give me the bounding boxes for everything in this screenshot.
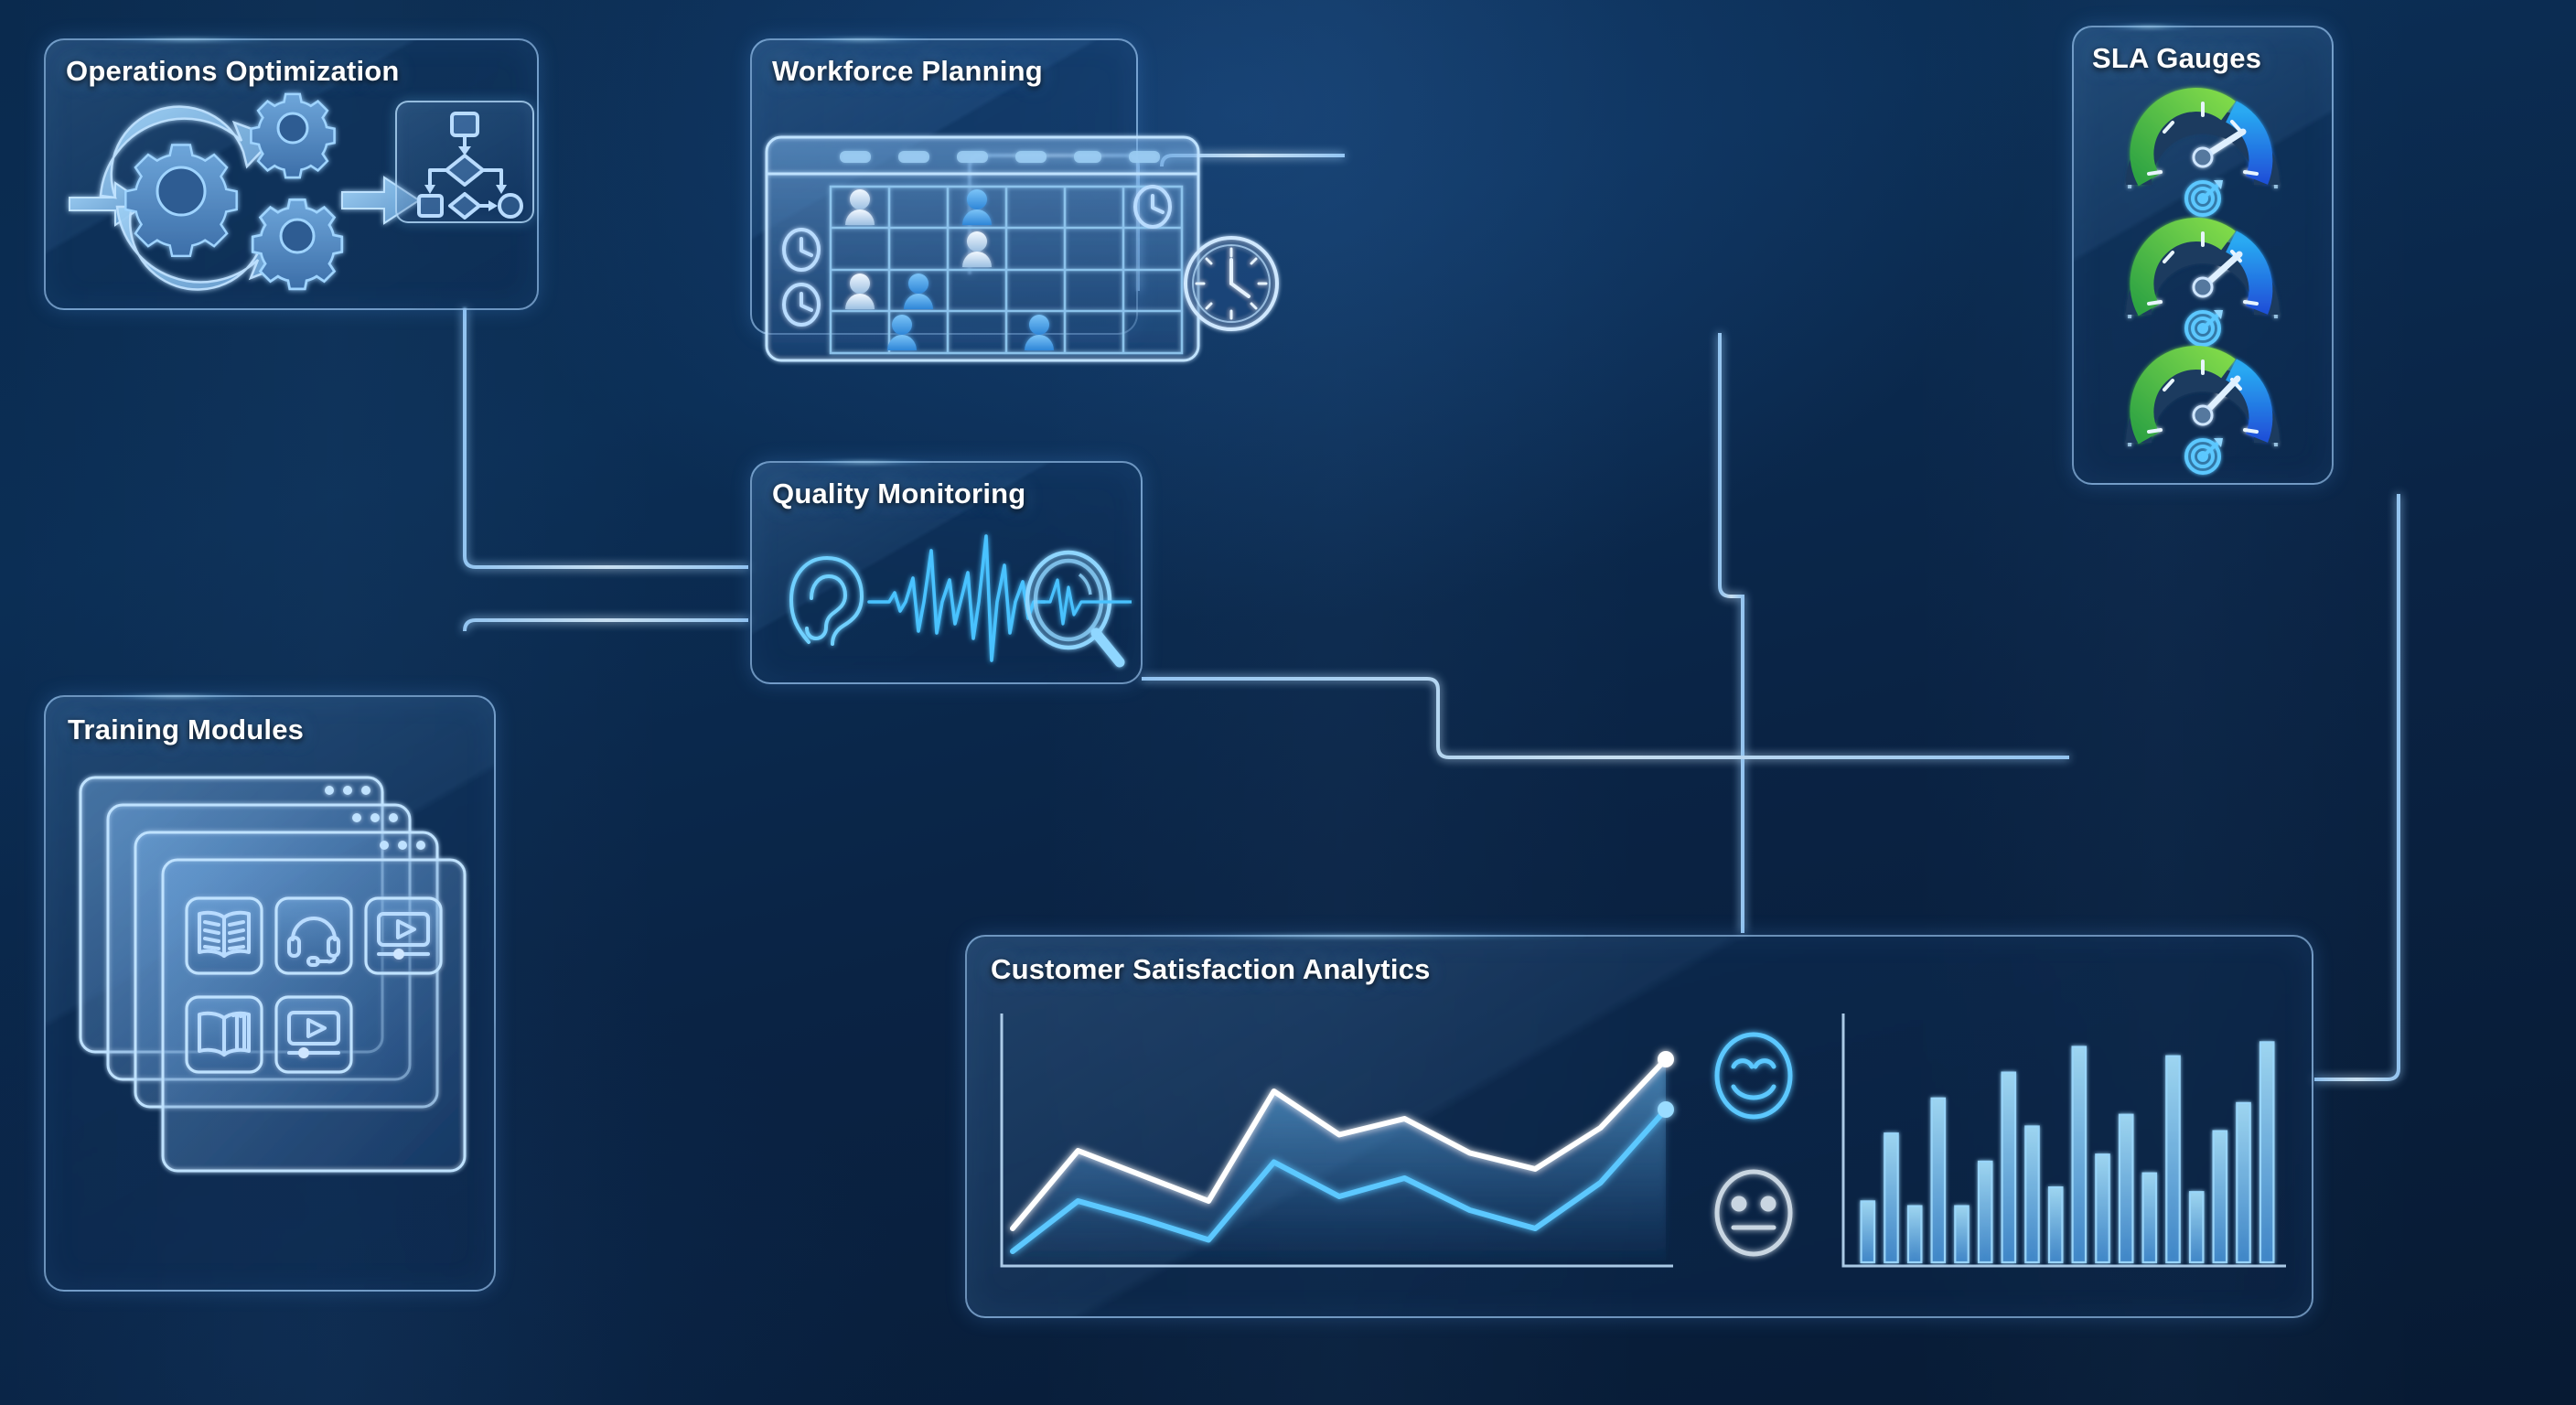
- clock-icon: [1133, 185, 1172, 229]
- wall-clock-icon: [1184, 236, 1279, 331]
- panel-title-quality: Quality Monitoring: [772, 477, 1026, 509]
- connector-qm-to-sla: [1142, 677, 2069, 759]
- tile-video-1: [364, 896, 443, 975]
- gear-small-icon: [250, 92, 336, 179]
- gauge-icon: [2126, 88, 2280, 217]
- quality-graphic: [789, 534, 1132, 668]
- bar: [1977, 1160, 1993, 1264]
- connector-ops-to-qm-2: [463, 618, 748, 632]
- person-icon: [887, 315, 917, 350]
- person-icon: [1025, 315, 1054, 350]
- connector-csat-to-sla: [2314, 494, 2400, 1081]
- smiley-happy-icon: [1714, 1032, 1793, 1120]
- tile-book: [185, 896, 263, 975]
- panel-title-operations: Operations Optimization: [66, 55, 400, 87]
- flowchart-card[interactable]: [395, 101, 534, 223]
- connector-wfp-to-csat: [1718, 333, 1744, 933]
- bar-chart-icon: [1841, 1014, 2286, 1268]
- bar: [2118, 1113, 2134, 1264]
- person-icon: [962, 189, 992, 225]
- flowchart-icon: [417, 112, 523, 220]
- operations-graphic: [69, 92, 421, 291]
- panel-training-modules[interactable]: Training Modules: [44, 695, 496, 1292]
- waveform-icon: [867, 534, 1046, 662]
- bar: [2047, 1186, 2064, 1264]
- smiley-neutral-icon: [1714, 1169, 1793, 1257]
- bar: [2141, 1172, 2158, 1264]
- gauge-icon: [2126, 346, 2280, 475]
- panel-customer-satisfaction-analytics[interactable]: Customer Satisfaction Analytics: [965, 935, 2313, 1318]
- bar: [2259, 1041, 2275, 1264]
- panel-title-training: Training Modules: [68, 713, 305, 745]
- bar: [2071, 1046, 2088, 1264]
- bar: [1954, 1205, 1970, 1264]
- magnifier-icon: [1025, 550, 1125, 668]
- person-icon: [904, 273, 933, 309]
- schedule-grid-icon[interactable]: [765, 135, 1295, 364]
- sla-gauges-graphic: [2126, 88, 2280, 475]
- bar: [2001, 1071, 2017, 1264]
- bar: [2212, 1130, 2228, 1264]
- clock-icon: [782, 228, 821, 272]
- connector-ops-to-qm: [463, 307, 748, 569]
- target-icon: [2184, 180, 2223, 217]
- video-player-icon: [377, 912, 430, 960]
- person-icon: [845, 273, 875, 309]
- ear-icon: [789, 555, 864, 646]
- panel-title-sla: SLA Gauges: [2092, 42, 2262, 74]
- person-icon: [845, 189, 875, 225]
- panel-title-csat: Customer Satisfaction Analytics: [991, 953, 1431, 985]
- bar: [1884, 1132, 1899, 1264]
- training-graphic: [79, 776, 467, 1173]
- headset-icon: [287, 917, 340, 967]
- bar: [2024, 1125, 2040, 1264]
- tile-video-2: [274, 995, 353, 1074]
- sentiment-icons: [1714, 1032, 1793, 1257]
- clock-icon: [782, 283, 821, 327]
- tile-book-open: [185, 995, 263, 1074]
- gear-medium-icon: [251, 198, 344, 291]
- bar: [2236, 1101, 2251, 1264]
- book-icon: [198, 910, 251, 958]
- bar: [1930, 1097, 1947, 1264]
- person-icon: [962, 231, 992, 267]
- panel-sla-gauges[interactable]: SLA Gauges: [2072, 26, 2334, 485]
- bar: [2165, 1055, 2181, 1264]
- bar: [2095, 1153, 2110, 1264]
- book-open-icon: [198, 1011, 251, 1056]
- panel-title-workforce: Workforce Planning: [772, 55, 1043, 87]
- video-player-icon: [287, 1011, 340, 1058]
- bar: [2188, 1191, 2205, 1264]
- panel-quality-monitoring[interactable]: Quality Monitoring: [750, 461, 1143, 684]
- gear-large-icon: [124, 144, 238, 258]
- gauge-icon: [2126, 218, 2280, 347]
- bar: [1906, 1205, 1923, 1264]
- line-chart-icon: [1000, 1014, 1674, 1268]
- target-icon: [2184, 310, 2223, 347]
- panel-operations-optimization[interactable]: Operations Optimization: [44, 38, 539, 310]
- target-icon: [2184, 438, 2223, 475]
- circular-arrow-icon: [99, 105, 277, 199]
- tile-headset: [274, 896, 353, 975]
- bar: [1860, 1200, 1876, 1264]
- header-chips: [840, 151, 1160, 163]
